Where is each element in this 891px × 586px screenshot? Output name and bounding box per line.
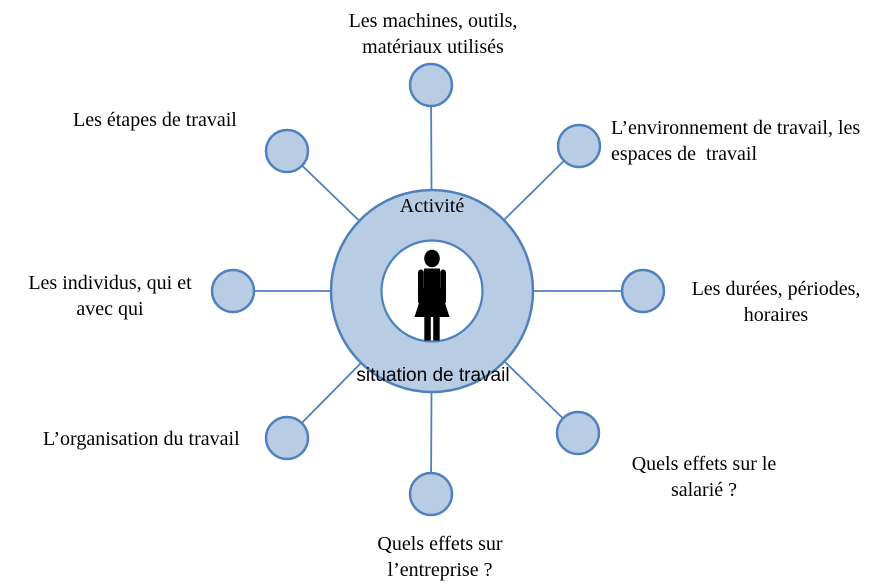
node-label-salarie: Quels effets sur le salarié ? (631, 453, 777, 501)
node-label-etapes: Les étapes de travail (73, 109, 237, 131)
node-label-environnement: L’environnement de travail, les espaces … (611, 117, 861, 165)
node-circle-machines (408, 62, 454, 108)
woman-silhouette-icon (414, 249, 450, 341)
node-label-machines: Les machines, outils, matériaux utilisés (348, 10, 518, 58)
node-circle-environnement (556, 123, 602, 169)
node-circle-etapes (264, 128, 310, 174)
node-circle-organisation (264, 415, 310, 461)
node-label-entreprise: Quels effets sur l’entreprise ? (377, 533, 503, 581)
center-bottom-label: situation de travail (356, 365, 510, 386)
node-label-individus: Les individus, qui et avec qui (28, 272, 192, 320)
node-label-organisation: L’organisation du travail (43, 428, 240, 450)
node-circle-individus (210, 268, 256, 314)
satellite-nodes (210, 62, 666, 517)
node-circle-durees (620, 268, 666, 314)
center-top-label: Activité (399, 195, 465, 217)
node-label-durees: Les durées, périodes, horaires (691, 278, 861, 326)
node-circle-entreprise (408, 471, 454, 517)
node-circle-salarie (555, 410, 601, 456)
